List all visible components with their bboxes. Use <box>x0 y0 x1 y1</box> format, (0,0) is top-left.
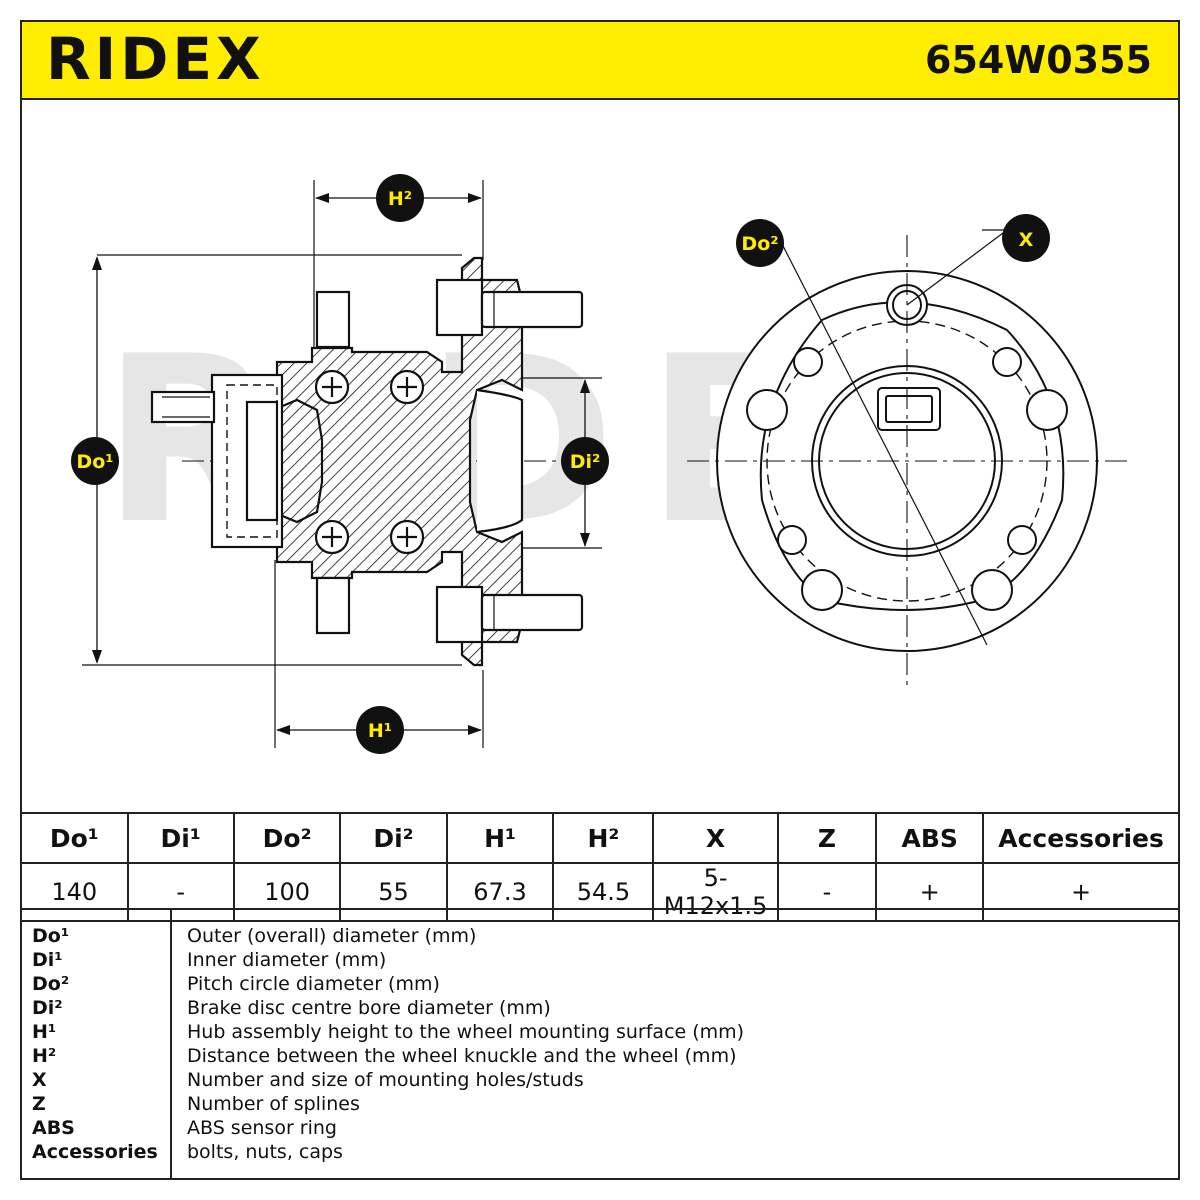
spec-value: + <box>875 862 985 922</box>
side-section-view <box>82 180 602 748</box>
spec-value: 55 <box>339 862 448 922</box>
spec-header: Do¹ <box>20 812 129 864</box>
legend-key: H² <box>32 1045 57 1067</box>
legend-desc: Outer (overall) diameter (mm) <box>187 925 477 947</box>
do2-badge: Do² <box>736 219 784 267</box>
spec-value: 54.5 <box>552 862 655 922</box>
legend-key: Do¹ <box>32 925 70 947</box>
legend-desc: Inner diameter (mm) <box>187 949 387 971</box>
legend-key: Z <box>32 1093 46 1115</box>
spec-header: ABS <box>875 812 985 864</box>
spec-header: Di¹ <box>126 812 235 864</box>
spec-value: - <box>126 862 235 922</box>
spec-value: + <box>982 862 1180 922</box>
legend-key: H¹ <box>32 1021 57 1043</box>
spec-value: - <box>776 862 878 922</box>
front-view <box>687 229 1127 690</box>
legend-key: Di¹ <box>32 949 63 971</box>
legend-key: Di² <box>32 997 63 1019</box>
spec-header: Accessories <box>982 812 1180 864</box>
legend-panel: Do¹ Outer (overall) diameter (mm) Di¹ In… <box>20 908 1180 1180</box>
spec-header: Z <box>776 812 878 864</box>
do1-badge: Do¹ <box>71 437 119 485</box>
legend-desc: Pitch circle diameter (mm) <box>187 973 440 995</box>
svg-text:H²: H² <box>388 188 412 210</box>
spec-header-row: Do¹ Di¹ Do² Di² H¹ H² X Z ABS Accessorie… <box>20 812 1180 864</box>
legend-key: Do² <box>32 973 70 995</box>
spec-value: 67.3 <box>445 862 555 922</box>
spec-header: H¹ <box>445 812 555 864</box>
legend-key: ABS <box>32 1117 75 1139</box>
spec-value: 100 <box>232 862 342 922</box>
svg-text:Do²: Do² <box>741 233 778 255</box>
legend-divider <box>170 910 172 1178</box>
svg-text:Do¹: Do¹ <box>76 451 113 473</box>
legend-key: Accessories <box>32 1141 158 1163</box>
di2-badge: Di² <box>561 437 609 485</box>
part-number: 654W0355 <box>925 38 1152 82</box>
brand-logo: RIDEX <box>46 25 265 93</box>
spec-value: 140 <box>20 862 129 922</box>
x-badge: X <box>1002 214 1050 262</box>
header-bar: RIDEX 654W0355 <box>20 20 1180 100</box>
legend-desc: Number of splines <box>187 1093 360 1115</box>
spec-header: Di² <box>339 812 448 864</box>
h1-badge: H¹ <box>356 706 404 754</box>
legend-key: X <box>32 1069 47 1091</box>
legend-desc: Distance between the wheel knuckle and t… <box>187 1045 737 1067</box>
legend-desc: Hub assembly height to the wheel mountin… <box>187 1021 745 1043</box>
spec-header: H² <box>552 812 655 864</box>
spec-value-row: 140 - 100 55 67.3 54.5 5-M12x1.5 - + + <box>20 862 1180 922</box>
spec-value: 5-M12x1.5 <box>652 862 779 922</box>
spec-header: X <box>652 812 779 864</box>
svg-text:X: X <box>1019 229 1034 251</box>
spec-header: Do² <box>232 812 342 864</box>
legend-desc: Number and size of mounting holes/studs <box>187 1069 584 1091</box>
legend-desc: bolts, nuts, caps <box>187 1141 343 1163</box>
spec-table: Do¹ Di¹ Do² Di² H¹ H² X Z ABS Accessorie… <box>20 812 1180 922</box>
technical-drawing: RIDEX <box>71 174 1127 754</box>
svg-text:H¹: H¹ <box>368 720 392 742</box>
legend-desc: Brake disc centre bore diameter (mm) <box>187 997 551 1019</box>
svg-text:Di²: Di² <box>570 451 601 473</box>
legend-desc: ABS sensor ring <box>187 1117 337 1139</box>
h2-badge: H² <box>376 174 424 222</box>
